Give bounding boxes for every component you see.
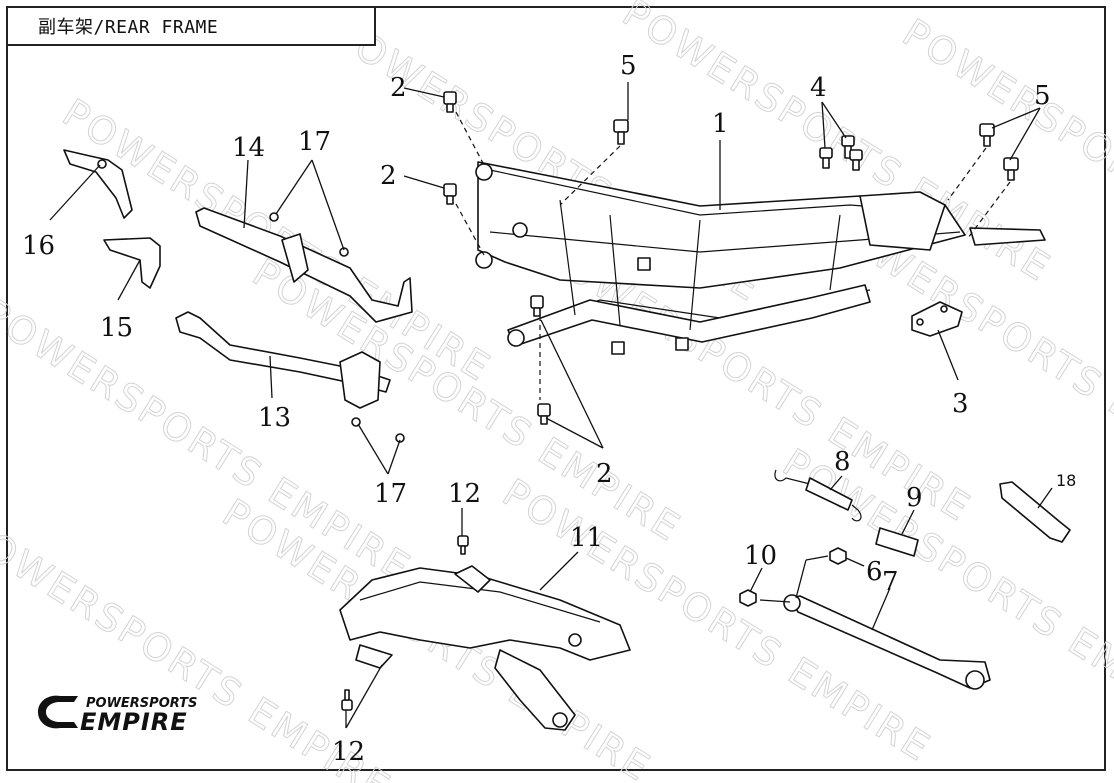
callout-8: 8 <box>834 447 851 477</box>
logo-line1: POWERSPORTS <box>86 696 198 711</box>
brand-logo: POWERSPORTS EMPIRE <box>34 688 234 738</box>
part-nuts <box>739 547 847 607</box>
callout-16: 16 <box>22 231 55 261</box>
part-bolts-5 <box>559 119 1019 239</box>
title-box: 副车架/REAR FRAME <box>6 6 376 46</box>
callout-13: 13 <box>258 403 291 433</box>
callout-18: 18 <box>1056 471 1076 490</box>
callout-4: 4 <box>810 73 827 103</box>
part-bolts-2 <box>443 91 551 425</box>
callout-7: 7 <box>882 567 899 597</box>
part-spring <box>774 469 862 522</box>
part-rubber-pad <box>875 527 919 557</box>
callout-12: 12 <box>332 737 365 767</box>
callout-10: 10 <box>744 541 777 571</box>
page-title: 副车架/REAR FRAME <box>38 17 219 38</box>
callout-3: 3 <box>952 389 969 419</box>
part-bracket-13 <box>175 311 405 443</box>
callouts: 1 2 2 2 3 4 5 5 6 7 8 9 10 11 12 12 13 1… <box>22 51 1051 767</box>
callout-6: 6 <box>866 557 883 587</box>
callouts-small: 18 <box>1056 471 1076 490</box>
callout-11: 11 <box>570 523 603 553</box>
callout-14: 14 <box>232 133 265 163</box>
part-bracket-15 <box>103 237 161 289</box>
callout-5: 5 <box>620 51 637 81</box>
drawing-border <box>6 6 1106 771</box>
logo-emblem-icon <box>38 695 78 729</box>
callout-5: 5 <box>1034 81 1051 111</box>
callout-2: 2 <box>380 161 397 191</box>
leader-lines <box>49 82 1053 729</box>
callout-2: 2 <box>390 73 407 103</box>
part-bracket-14 <box>195 207 413 323</box>
part-bracket-18 <box>999 481 1071 543</box>
callout-9: 9 <box>906 483 923 513</box>
callout-15: 15 <box>100 313 133 343</box>
callout-17: 17 <box>374 479 407 509</box>
part-screws-12 <box>341 535 469 711</box>
part-bolts-4 <box>819 135 863 171</box>
part-bracket-3 <box>911 301 963 337</box>
callout-2: 2 <box>596 459 613 489</box>
part-side-stand <box>783 594 991 690</box>
part-rear-fender <box>339 565 631 731</box>
logo-line2: EMPIRE <box>80 708 188 736</box>
callout-12: 12 <box>448 479 481 509</box>
part-rear-frame <box>475 161 1046 355</box>
part-bracket-16 <box>63 149 133 219</box>
callout-1: 1 <box>712 109 729 139</box>
callout-17: 17 <box>298 127 331 157</box>
